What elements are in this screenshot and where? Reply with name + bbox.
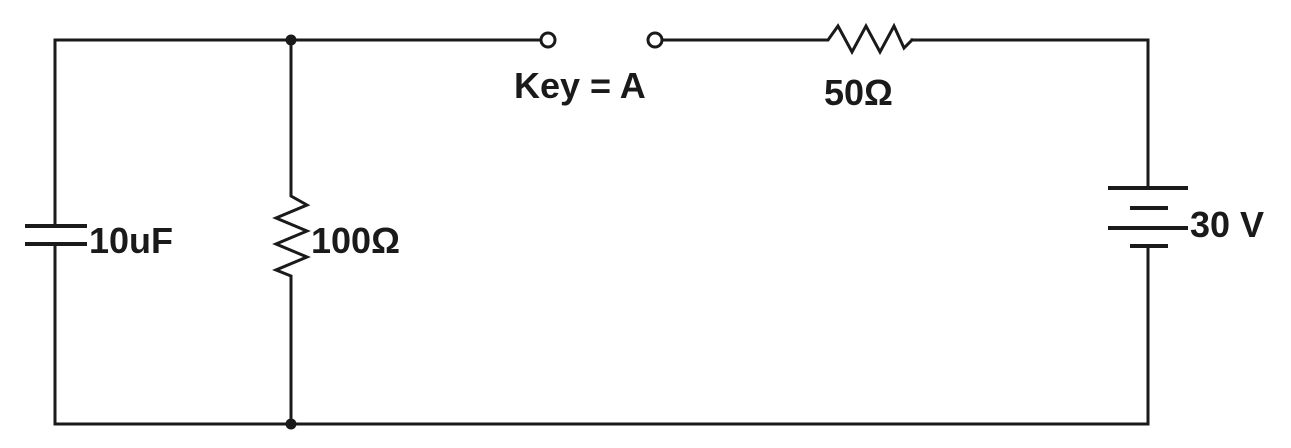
battery-label: 30 V	[1190, 204, 1264, 245]
junction-node-top	[285, 34, 297, 46]
junction-node-bottom	[285, 418, 297, 430]
capacitor-label: 10uF	[89, 220, 173, 261]
switch-terminal-right	[646, 31, 664, 49]
series-resistor-label: 50Ω	[824, 72, 893, 113]
switch-label: Key = A	[514, 65, 646, 106]
switch-terminal-left	[539, 31, 557, 49]
series-resistor-symbol	[820, 22, 915, 56]
top-wire-right	[910, 38, 1150, 190]
shunt-resistor-label: 100Ω	[311, 220, 400, 261]
shunt-resistor-symbol	[272, 188, 311, 284]
